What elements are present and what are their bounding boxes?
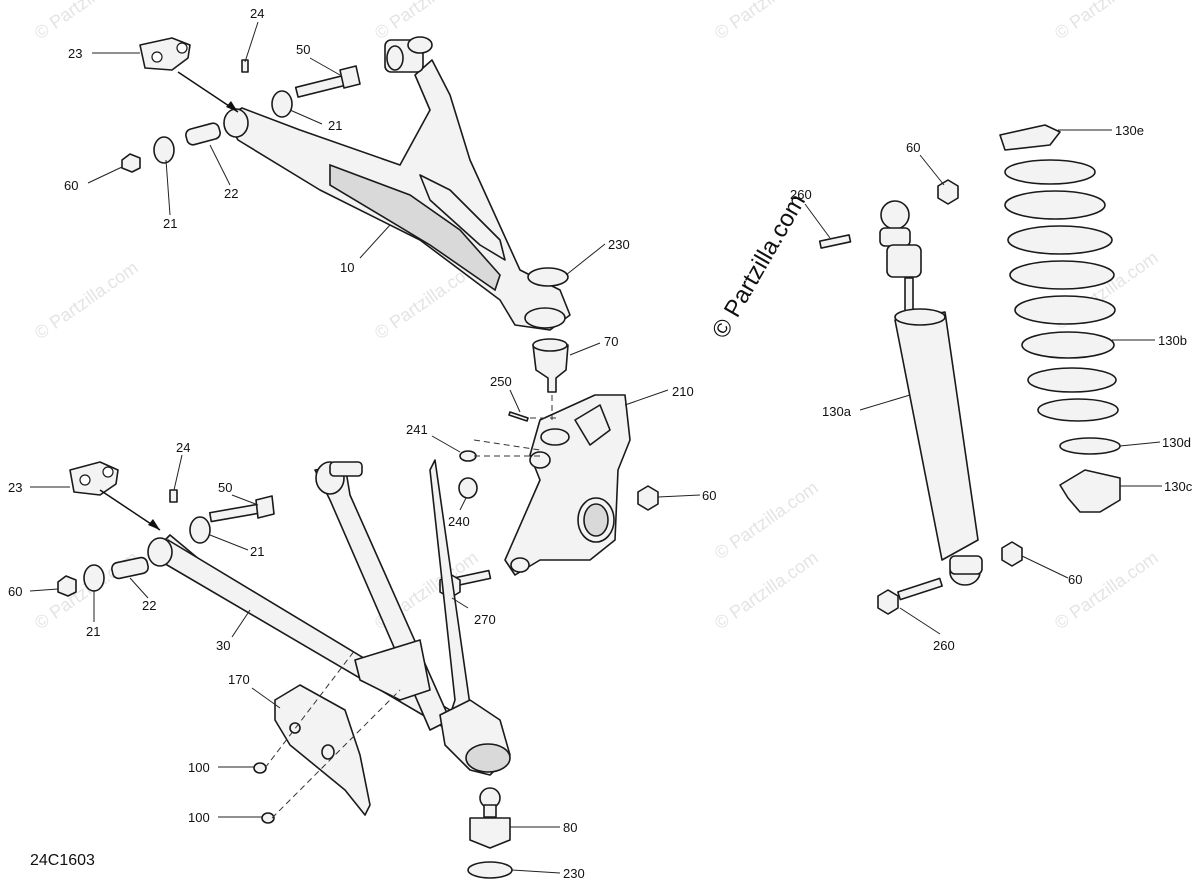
- shock-absorber: [818, 179, 1023, 615]
- callout-label: 260: [933, 638, 955, 653]
- callout-label: 23: [68, 46, 82, 61]
- callout-label: 23: [8, 480, 22, 495]
- callout-label: 241: [406, 422, 428, 437]
- callout-label: 21: [250, 544, 264, 559]
- callout-label: 21: [328, 118, 342, 133]
- callout-label: 130d: [1162, 435, 1191, 450]
- callout-label: 130e: [1115, 123, 1144, 138]
- callout-label: 21: [86, 624, 100, 639]
- callout-label: 60: [8, 584, 22, 599]
- callout-label: 21: [163, 216, 177, 231]
- ball-joint-lower: [467, 787, 513, 879]
- callout-label: 60: [702, 488, 716, 503]
- callout-label: 230: [608, 237, 630, 252]
- callout-label: 130c: [1164, 479, 1193, 494]
- callout-label: 50: [296, 42, 310, 57]
- watermark: © Partzilla.com: [711, 547, 822, 633]
- upper-hardware: [121, 37, 569, 287]
- callout-label: 130a: [822, 404, 852, 419]
- callout-label: 130b: [1158, 333, 1187, 348]
- callout-label: 230: [563, 866, 585, 881]
- diagram-code: 24C1603: [30, 852, 95, 869]
- upper-a-arm: [223, 36, 571, 331]
- callout-label: 60: [1068, 572, 1082, 587]
- callout-label: 22: [142, 598, 156, 613]
- watermark: © Partzilla.com: [31, 0, 142, 43]
- callout-label: 260: [790, 187, 812, 202]
- callout-label: 10: [340, 260, 354, 275]
- callout-label: 80: [563, 820, 577, 835]
- callout-label: 100: [188, 810, 210, 825]
- watermark: © Partzilla.com: [1051, 0, 1162, 43]
- lower-hardware: [57, 461, 275, 597]
- ball-joint-upper: [508, 338, 569, 422]
- lower-a-arm: [147, 459, 511, 776]
- coil-spring: [999, 124, 1121, 513]
- callout-labels: 23 24 50 21 60 21 22 10 230 70 250 210 2…: [8, 6, 1193, 881]
- watermark: © Partzilla.com: [371, 0, 482, 43]
- watermark: © Partzilla.com: [711, 0, 822, 43]
- callout-label: 60: [64, 178, 78, 193]
- callout-label: 270: [474, 612, 496, 627]
- watermark: © Partzilla.com: [31, 257, 142, 343]
- leader-lines: [29, 21, 1162, 874]
- callout-label: 24: [176, 440, 190, 455]
- callout-label: 30: [216, 638, 230, 653]
- callout-label: 210: [672, 384, 694, 399]
- steering-knuckle: [504, 394, 631, 576]
- watermark-primary: © Partzilla.com: [707, 189, 811, 343]
- callout-label: 100: [188, 760, 210, 775]
- callout-label: 170: [228, 672, 250, 687]
- callout-label: 60: [906, 140, 920, 155]
- callout-label: 24: [250, 6, 264, 21]
- watermark: © Partzilla.com: [1051, 547, 1162, 633]
- callout-label: 70: [604, 334, 618, 349]
- callout-label: 22: [224, 186, 238, 201]
- callout-label: 50: [218, 480, 232, 495]
- skid-plate: [253, 649, 401, 824]
- callout-label: 250: [490, 374, 512, 389]
- callout-label: 240: [448, 514, 470, 529]
